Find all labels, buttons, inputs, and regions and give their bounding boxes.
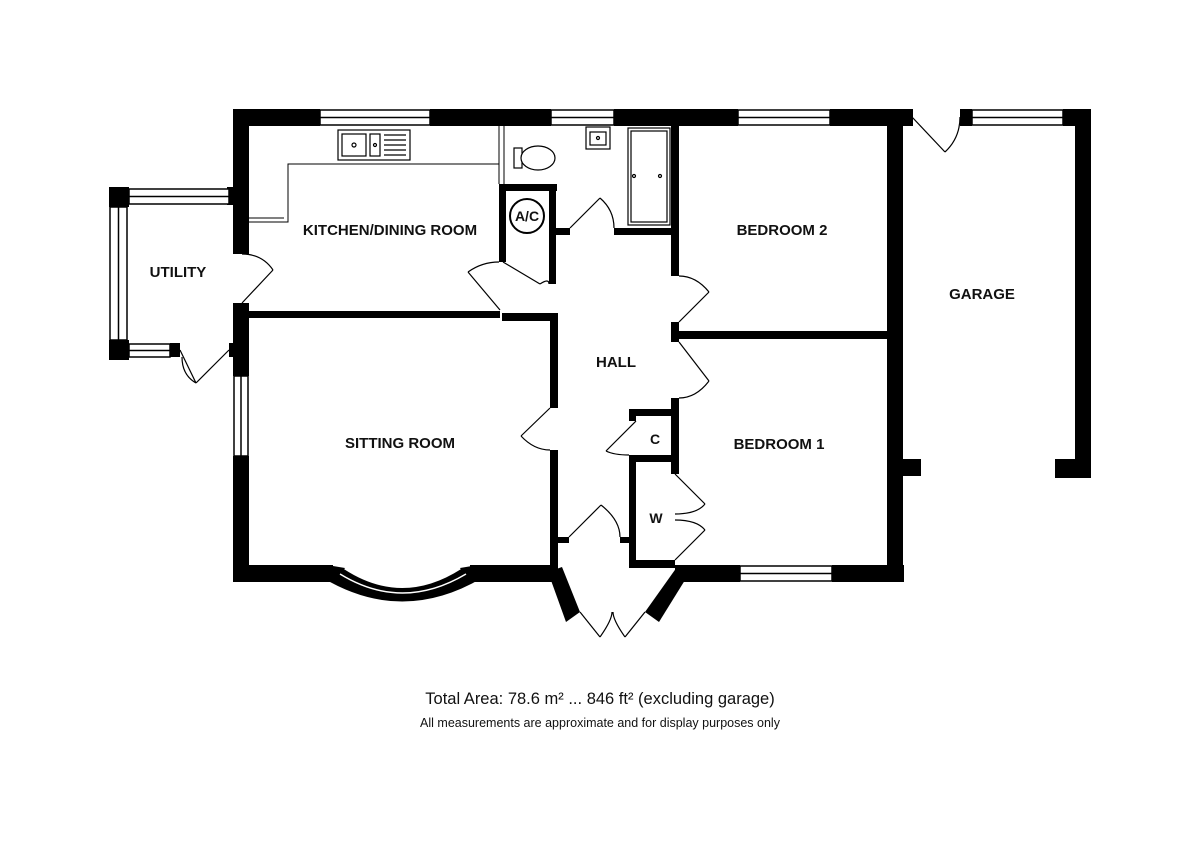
windows bbox=[109, 109, 1064, 582]
interior-walls bbox=[249, 126, 887, 568]
basin bbox=[585, 126, 611, 150]
garage-label: GARAGE bbox=[949, 286, 1015, 303]
kitchen-sink bbox=[337, 129, 411, 161]
doors bbox=[179, 116, 961, 638]
utility-label: UTILITY bbox=[150, 264, 207, 281]
airing-cupboard-tank bbox=[509, 198, 545, 234]
bedroom-1-label: BEDROOM 1 bbox=[734, 436, 825, 453]
total-area-text: Total Area: 78.6 m² ... 846 ft² (excludi… bbox=[425, 690, 775, 708]
shower bbox=[627, 127, 671, 226]
bedroom-2-label: BEDROOM 2 bbox=[737, 222, 828, 239]
airing-cupboard-label: A/C bbox=[515, 208, 539, 224]
wardrobe-label: W bbox=[649, 510, 663, 526]
disclaimer-text: All measurements are approximate and for… bbox=[420, 716, 780, 730]
toilet bbox=[513, 145, 556, 171]
sitting-room-label: SITTING ROOM bbox=[345, 435, 455, 452]
exterior-walls bbox=[109, 109, 1091, 622]
fixtures-outline bbox=[249, 126, 505, 223]
bay-window bbox=[323, 566, 482, 602]
cupboard-label: C bbox=[650, 431, 660, 447]
kitchen-label: KITCHEN/DINING ROOM bbox=[303, 222, 477, 239]
hall-label: HALL bbox=[596, 354, 636, 371]
